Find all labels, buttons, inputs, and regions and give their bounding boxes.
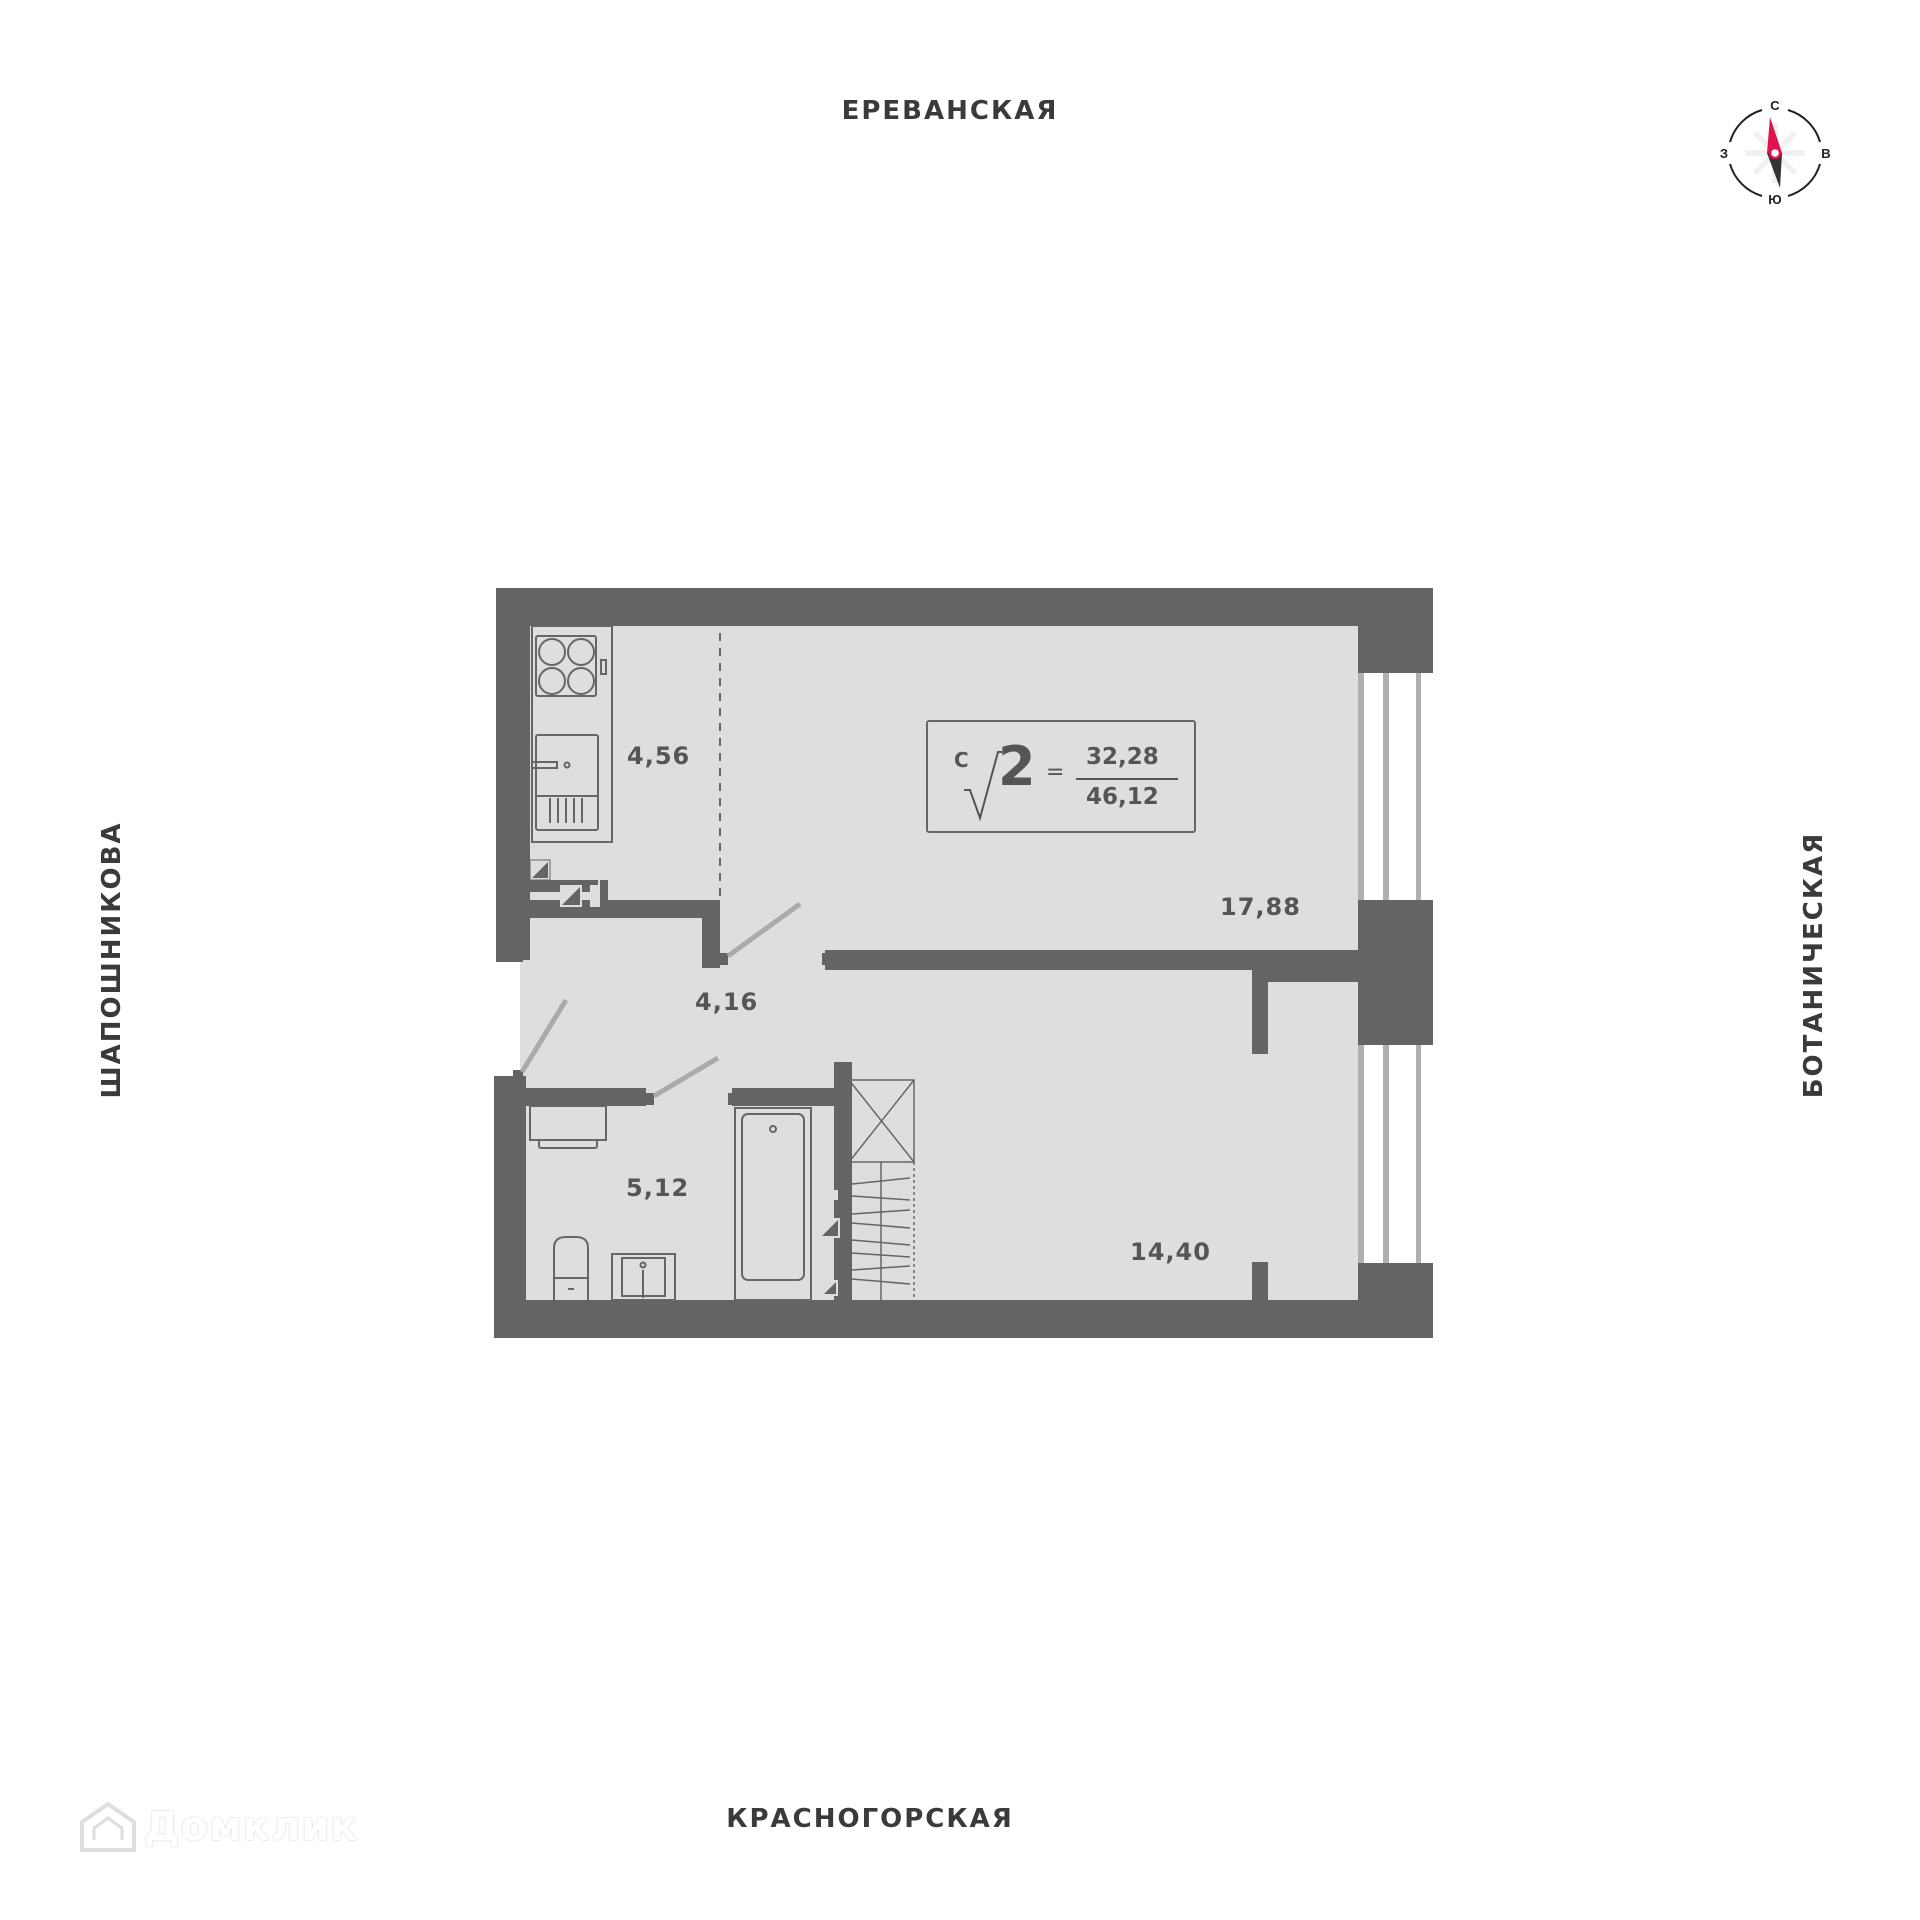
wardrobe-fixture [848, 1079, 915, 1300]
room-area-living-room-2: 14,40 [1130, 1238, 1211, 1266]
room-area-living-room-1: 17,88 [1220, 893, 1301, 921]
svg-text:З: З [1720, 146, 1728, 161]
room-area-kitchen: 4,56 [627, 742, 691, 770]
svg-text:С: С [1770, 98, 1780, 113]
needle-north-icon [1767, 117, 1782, 153]
watermark-logo: Домклик [78, 1800, 358, 1854]
room-count: 2 [998, 735, 1036, 798]
stove-icon [535, 635, 597, 697]
house-logo-icon [80, 1801, 136, 1852]
apartment-summary-box: С 2 = 32,28 46,12 [926, 720, 1196, 833]
street-label-south: КРАСНОГОРСКАЯ [726, 1804, 1014, 1834]
svg-text:В: В [1821, 146, 1830, 161]
walls [494, 588, 1433, 1338]
room-area-hallway: 4,16 [695, 988, 759, 1016]
compass-icon: С Ю З В [1720, 98, 1831, 208]
washbasin-icon [611, 1253, 676, 1301]
apartment-type-label: С [954, 748, 969, 772]
room-area-bathroom: 5,12 [626, 1174, 690, 1202]
ventilation-shafts [529, 859, 840, 1296]
fraction-bar [1076, 778, 1178, 780]
total-area-value: 46,12 [1086, 784, 1159, 810]
root-symbol-icon [964, 751, 1002, 822]
kitchen-fixtures [531, 625, 613, 843]
toilet-icon [553, 1236, 589, 1300]
sink-icon [535, 734, 599, 831]
windows [1358, 673, 1421, 1263]
svg-text:Ю: Ю [1768, 192, 1781, 207]
bathroom-fixtures [529, 1105, 812, 1301]
equals-sign: = [1046, 760, 1065, 785]
street-label-north: ЕРЕВАНСКАЯ [841, 96, 1059, 126]
living-area-value: 32,28 [1086, 744, 1159, 770]
door-leaves [519, 901, 802, 1099]
watermark-text: Домклик [144, 1804, 359, 1850]
washer-icon [529, 1105, 607, 1141]
bathtub-icon [734, 1107, 812, 1301]
